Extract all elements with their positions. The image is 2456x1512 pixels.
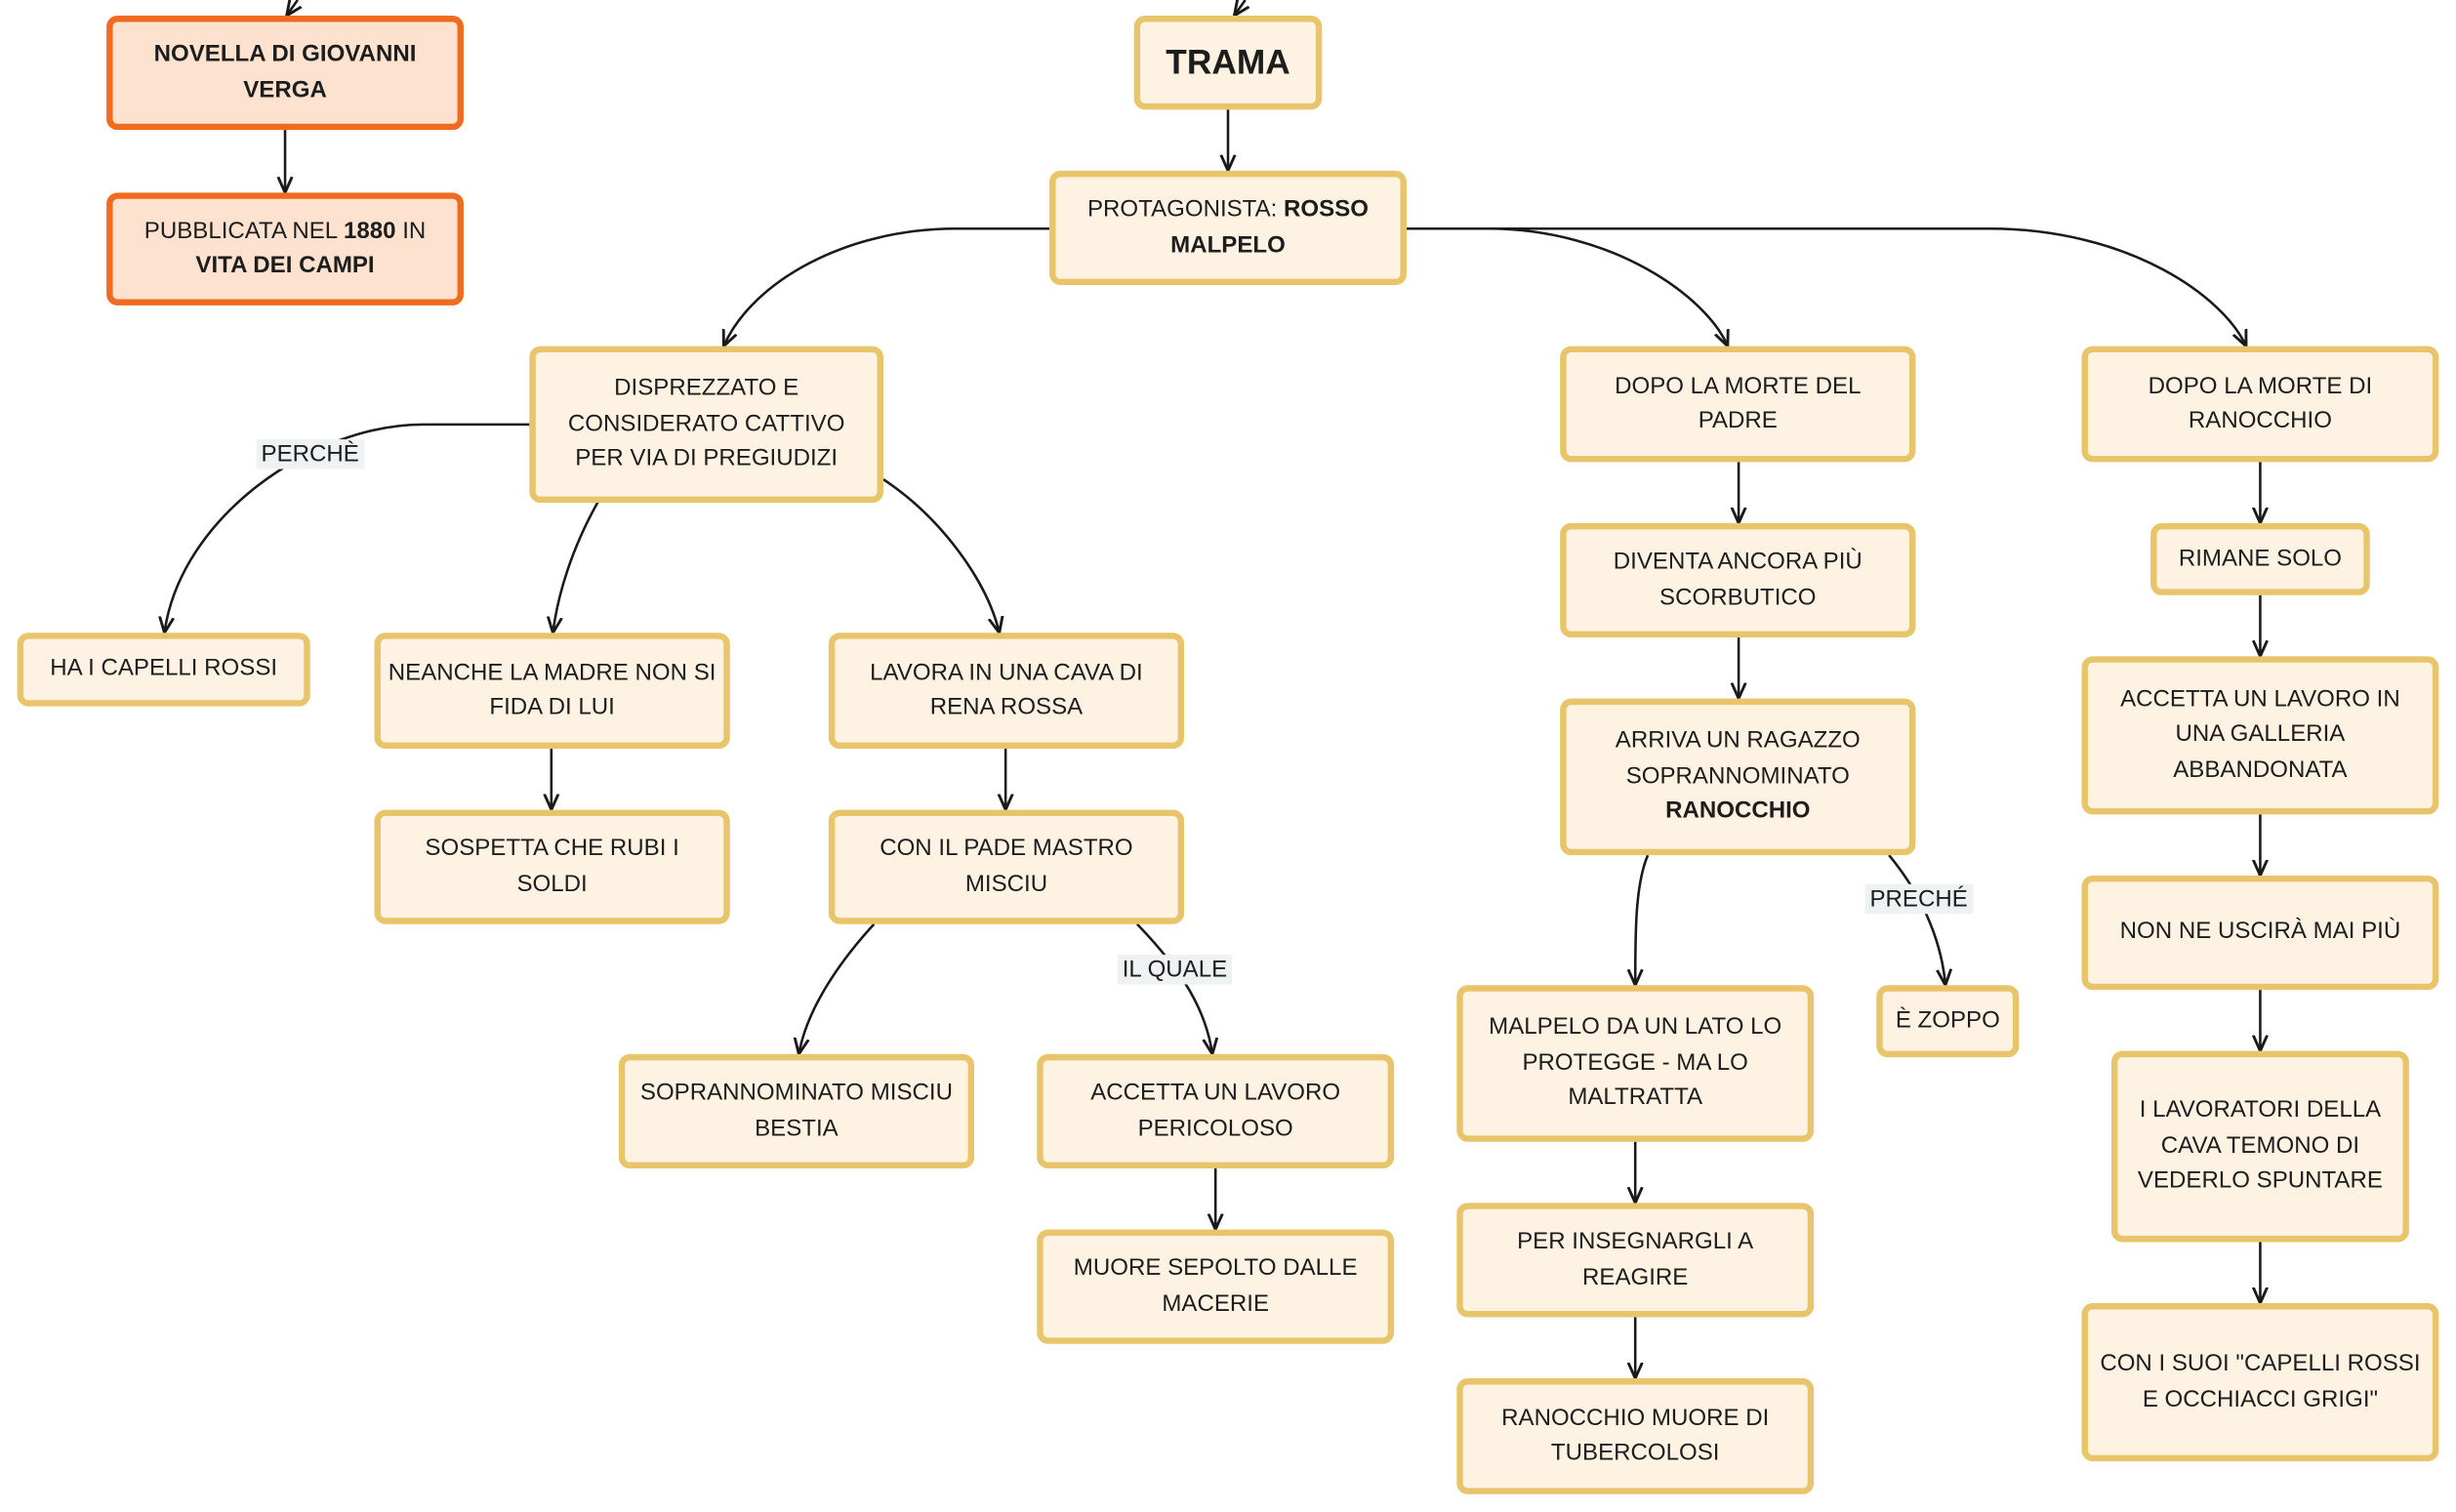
edge-disp-capelli — [164, 423, 530, 633]
node-pade: CON IL PADE MASTRO MISCIU — [828, 809, 1185, 924]
node-non-uscira-text: NON NE USCIRÀ MAI PIÙ — [2119, 918, 2401, 945]
node-reagire: PER INSEGNARGLI A REAGIRE — [1456, 1203, 1815, 1318]
node-tubercolosi-text: RANOCCHIO MUORE DI TUBERCOLOSI — [1501, 1404, 1770, 1466]
node-capelli-occhi-text: CON I SUOI "CAPELLI ROSSI E OCCHIACCI GR… — [2100, 1350, 2421, 1412]
pub-text-source: VITA DEI CAMPI — [195, 252, 375, 279]
node-scorbutico-text: DIVENTA ANCORA PIÙ SCORBUTICO — [1613, 548, 1862, 610]
prot-text-name: ROSSO MALPELO — [1170, 195, 1369, 258]
node-accetta-pericoloso-text: ACCETTA UN LAVORO PERICOLOSO — [1090, 1079, 1341, 1141]
node-muore-sepolto: MUORE SEPOLTO DALLE MACERIE — [1037, 1229, 1395, 1344]
node-protagonista: PROTAGONISTA: ROSSO MALPELO — [1049, 170, 1407, 286]
edge-pade-bestia — [798, 922, 876, 1054]
node-novella: NOVELLA DI GIOVANNI VERGA — [106, 16, 464, 131]
node-zoppo-text: È ZOPPO — [1895, 1006, 2000, 1034]
edge-label-il-quale: IL QUALE — [1117, 955, 1233, 985]
edge-prot-disp — [723, 226, 1050, 346]
edge-label-perche: PERCHÈ — [256, 439, 364, 470]
prot-text-a: PROTAGONISTA: — [1086, 195, 1285, 223]
node-zoppo: È ZOPPO — [1876, 985, 2020, 1058]
edge-arriva-protegge — [1635, 854, 1650, 985]
node-disprezzato-text: DISPREZZATO E CONSIDERATO CATTIVO PER VI… — [567, 374, 845, 472]
node-muore-sepolto-text: MUORE SEPOLTO DALLE MACERIE — [1073, 1254, 1358, 1317]
node-lavora: LAVORA IN UNA CAVA DI RENA ROSSA — [828, 633, 1185, 749]
node-novella-text: NOVELLA DI GIOVANNI VERGA — [153, 40, 417, 103]
node-capelli-text: HA I CAPELLI ROSSI — [50, 655, 278, 682]
node-trama: TRAMA — [1133, 16, 1323, 110]
node-capelli: HA I CAPELLI ROSSI — [17, 633, 310, 707]
pub-text-c: IN — [395, 217, 427, 244]
edge-prot-morteranoc — [1488, 226, 2246, 346]
node-lavoratori: I LAVORATORI DELLA CAVA TEMONO DI VEDERL… — [2111, 1050, 2409, 1243]
edge-pade-accetta — [1136, 922, 1212, 1054]
arriva-text-a: ARRIVA UN RAGAZZO SOPRANNOMINATO — [1615, 726, 1861, 790]
node-arriva-ranocchio-text: ARRIVA UN RAGAZZO SOPRANNOMINATO RANOCCHI… — [1573, 724, 1903, 830]
node-trama-text: TRAMA — [1166, 41, 1290, 82]
node-protegge-text: MALPELO DA UN LATO LO PROTEGGE - MA LO M… — [1489, 1013, 1782, 1112]
node-pubblicata-text: PUBBLICATA NEL 1880 IN VITA DEI CAMPI — [119, 214, 451, 284]
pub-text-year: 1880 — [343, 217, 396, 244]
edge-disp-lavora — [882, 477, 1000, 633]
node-morte-padre: DOPO LA MORTE DEL PADRE — [1560, 346, 1916, 463]
arriva-text-name: RANOCCHIO — [1665, 797, 1811, 825]
node-lavora-text: LAVORA IN UNA CAVA DI RENA ROSSA — [870, 658, 1143, 721]
node-galleria-text: ACCETTA UN LAVORO IN UNA GALLERIA ABBAND… — [2120, 685, 2400, 783]
pub-text-a: PUBBLICATA NEL — [143, 217, 344, 244]
node-tubercolosi: RANOCCHIO MUORE DI TUBERCOLOSI — [1456, 1378, 1815, 1494]
node-protagonista-text: PROTAGONISTA: ROSSO MALPELO — [1062, 192, 1394, 263]
node-rimane-solo-text: RIMANE SOLO — [2178, 544, 2343, 572]
node-lavoratori-text: I LAVORATORI DELLA CAVA TEMONO DI VEDERL… — [2137, 1096, 2383, 1195]
node-reagire-text: PER INSEGNARGLI A REAGIRE — [1517, 1228, 1754, 1290]
node-galleria: ACCETTA UN LAVORO IN UNA GALLERIA ABBAND… — [2081, 656, 2439, 815]
node-arriva-ranocchio: ARRIVA UN RAGAZZO SOPRANNOMINATO RANOCCHI… — [1560, 698, 1916, 856]
node-morte-ranocchio-text: DOPO LA MORTE DI RANOCCHIO — [2148, 372, 2373, 434]
node-morte-padre-text: DOPO LA MORTE DEL PADRE — [1615, 372, 1862, 434]
edge-arriva-zoppo — [1888, 854, 1945, 985]
node-protegge: MALPELO DA UN LATO LO PROTEGGE - MA LO M… — [1456, 985, 1815, 1142]
node-pade-text: CON IL PADE MASTRO MISCIU — [880, 835, 1133, 897]
edge-prot-mortepadre — [1406, 226, 1728, 346]
node-bestia: SOPRANNOMINATO MISCIU BESTIA — [618, 1053, 975, 1169]
node-bestia-text: SOPRANNOMINATO MISCIU BESTIA — [639, 1079, 953, 1141]
edge-stub-trama — [1234, 0, 1245, 16]
node-accetta-pericoloso: ACCETTA UN LAVORO PERICOLOSO — [1037, 1053, 1395, 1169]
edge-label-preche: PRECHÉ — [1864, 883, 1973, 915]
node-rimane-solo: RIMANE SOLO — [2150, 522, 2370, 595]
edge-disp-madre — [553, 500, 600, 633]
edge-stub-left — [287, 0, 298, 16]
node-non-uscira: NON NE USCIRÀ MAI PIÙ — [2081, 875, 2439, 991]
node-scorbutico: DIVENTA ANCORA PIÙ SCORBUTICO — [1560, 522, 1916, 638]
node-capelli-occhi: CON I SUOI "CAPELLI ROSSI E OCCHIACCI GR… — [2081, 1303, 2439, 1462]
node-disprezzato: DISPREZZATO E CONSIDERATO CATTIVO PER VI… — [529, 346, 883, 504]
node-morte-ranocchio: DOPO LA MORTE DI RANOCCHIO — [2081, 346, 2439, 463]
node-madre: NEANCHE LA MADRE NON SI FIDA DI LUI — [374, 633, 730, 749]
node-sospetta-text: SOSPETTA CHE RUBI I SOLDI — [425, 835, 679, 897]
node-sospetta: SOSPETTA CHE RUBI I SOLDI — [374, 809, 730, 924]
node-pubblicata: PUBBLICATA NEL 1880 IN VITA DEI CAMPI — [106, 192, 464, 306]
node-madre-text: NEANCHE LA MADRE NON SI FIDA DI LUI — [388, 658, 716, 721]
